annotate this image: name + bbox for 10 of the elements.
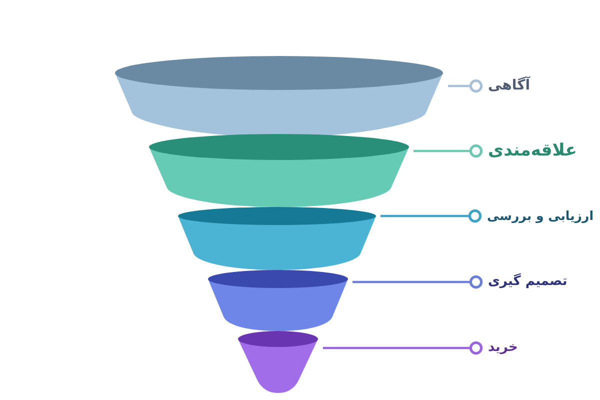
stage-label: علاقه‌مندی	[488, 140, 577, 162]
funnel-tier	[115, 56, 443, 137]
stage-label: ارزیابی و بررسی	[487, 208, 594, 224]
stage-label: تصمیم گیری	[488, 274, 568, 290]
funnel-tier	[148, 134, 408, 207]
funnel-tier	[208, 270, 348, 331]
stage-label: خرید	[488, 340, 518, 356]
stage-label: آگاهی	[488, 77, 530, 95]
funnel-tier	[238, 331, 318, 393]
funnel-tier	[178, 207, 376, 270]
